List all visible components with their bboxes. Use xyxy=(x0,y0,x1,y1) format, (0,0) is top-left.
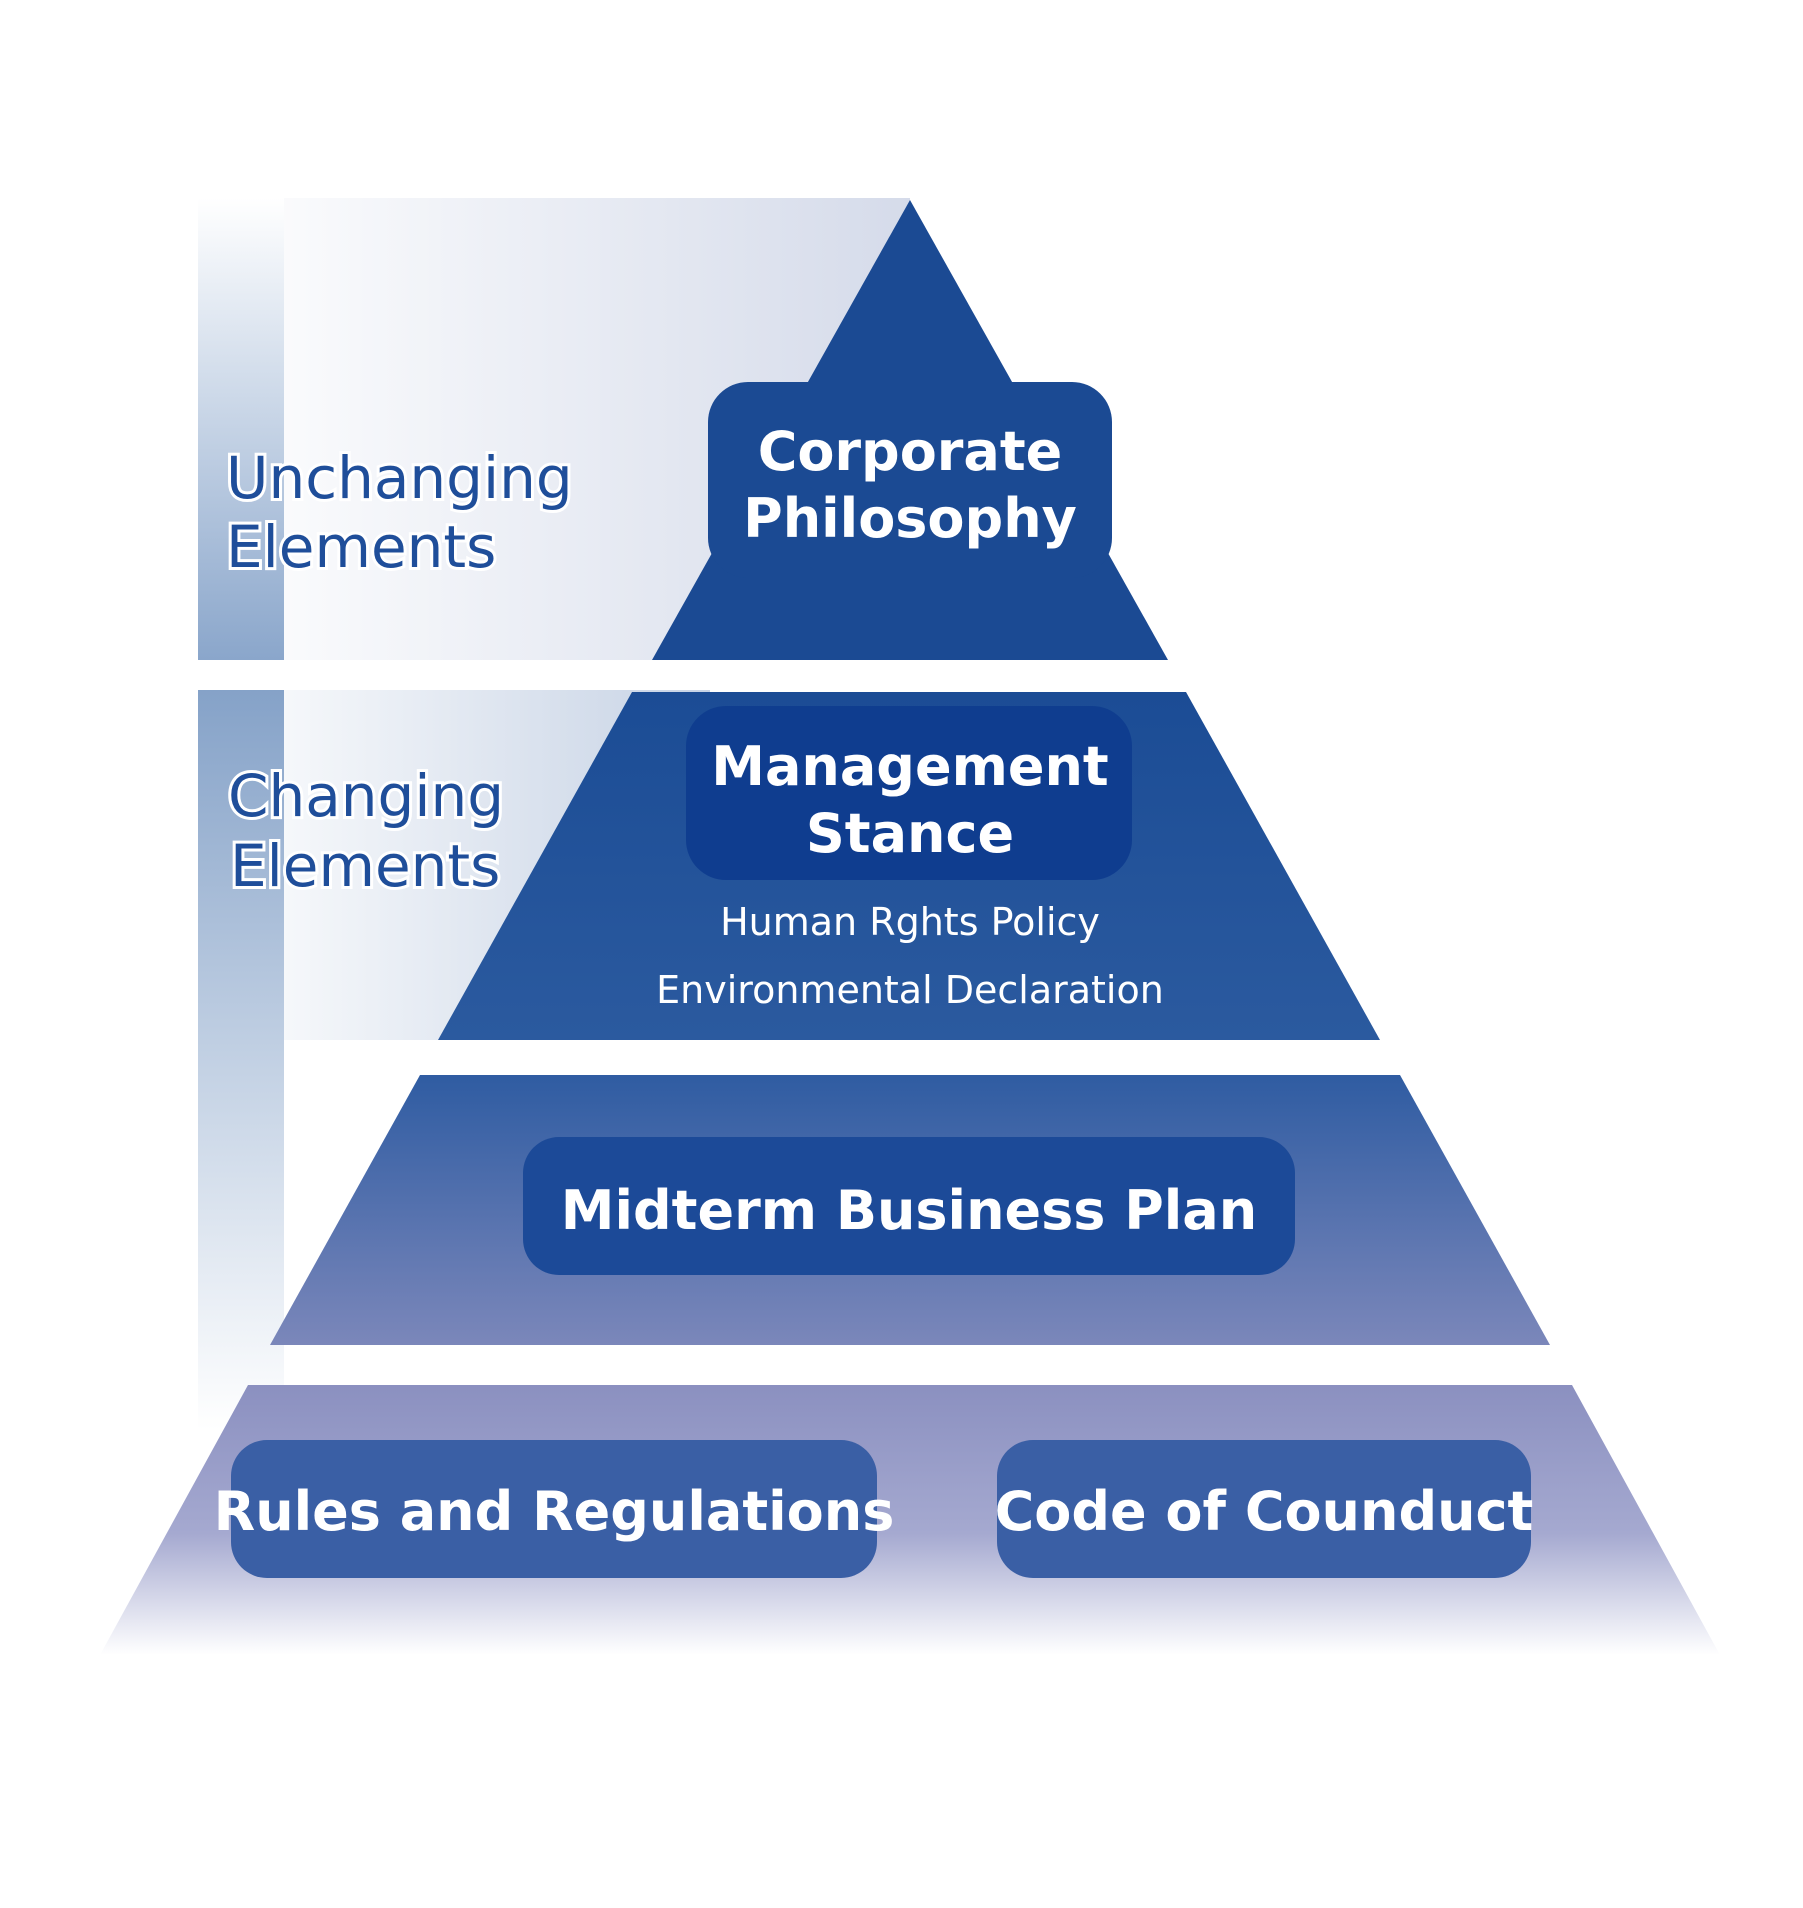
unchanging-label-line1: Unchanging xyxy=(226,444,573,512)
changing-label-line1: Changing xyxy=(228,762,504,830)
management-stance-line1: Management xyxy=(711,735,1109,798)
human-rights-policy-text: Human Rghts Policy xyxy=(720,900,1100,944)
corporate-philosophy-line2: Philosophy xyxy=(743,487,1077,550)
side-labels: Unchanging Elements Changing Elements xyxy=(223,441,576,903)
unchanging-strip xyxy=(198,198,284,660)
midterm-business-plan-text: Midterm Business Plan xyxy=(561,1179,1257,1242)
environmental-declaration-text: Environmental Declaration xyxy=(656,968,1164,1012)
code-of-conduct-box: Code of Counduct xyxy=(995,1440,1534,1578)
midterm-business-plan-box: Midterm Business Plan xyxy=(523,1137,1295,1275)
corporate-philosophy-line1: Corporate xyxy=(758,420,1063,483)
corporate-philosophy-box: Corporate Philosophy xyxy=(708,382,1112,578)
changing-label-line2: Elements xyxy=(230,832,500,900)
management-stance-box: Management Stance xyxy=(686,706,1132,880)
rules-and-regulations-box: Rules and Regulations xyxy=(214,1440,895,1578)
rules-and-regulations-text: Rules and Regulations xyxy=(214,1480,895,1543)
unchanging-label-line2: Elements xyxy=(226,513,496,581)
changing-strip xyxy=(198,690,284,1430)
management-stance-line2: Stance xyxy=(806,802,1014,865)
code-of-conduct-text: Code of Counduct xyxy=(995,1480,1534,1543)
